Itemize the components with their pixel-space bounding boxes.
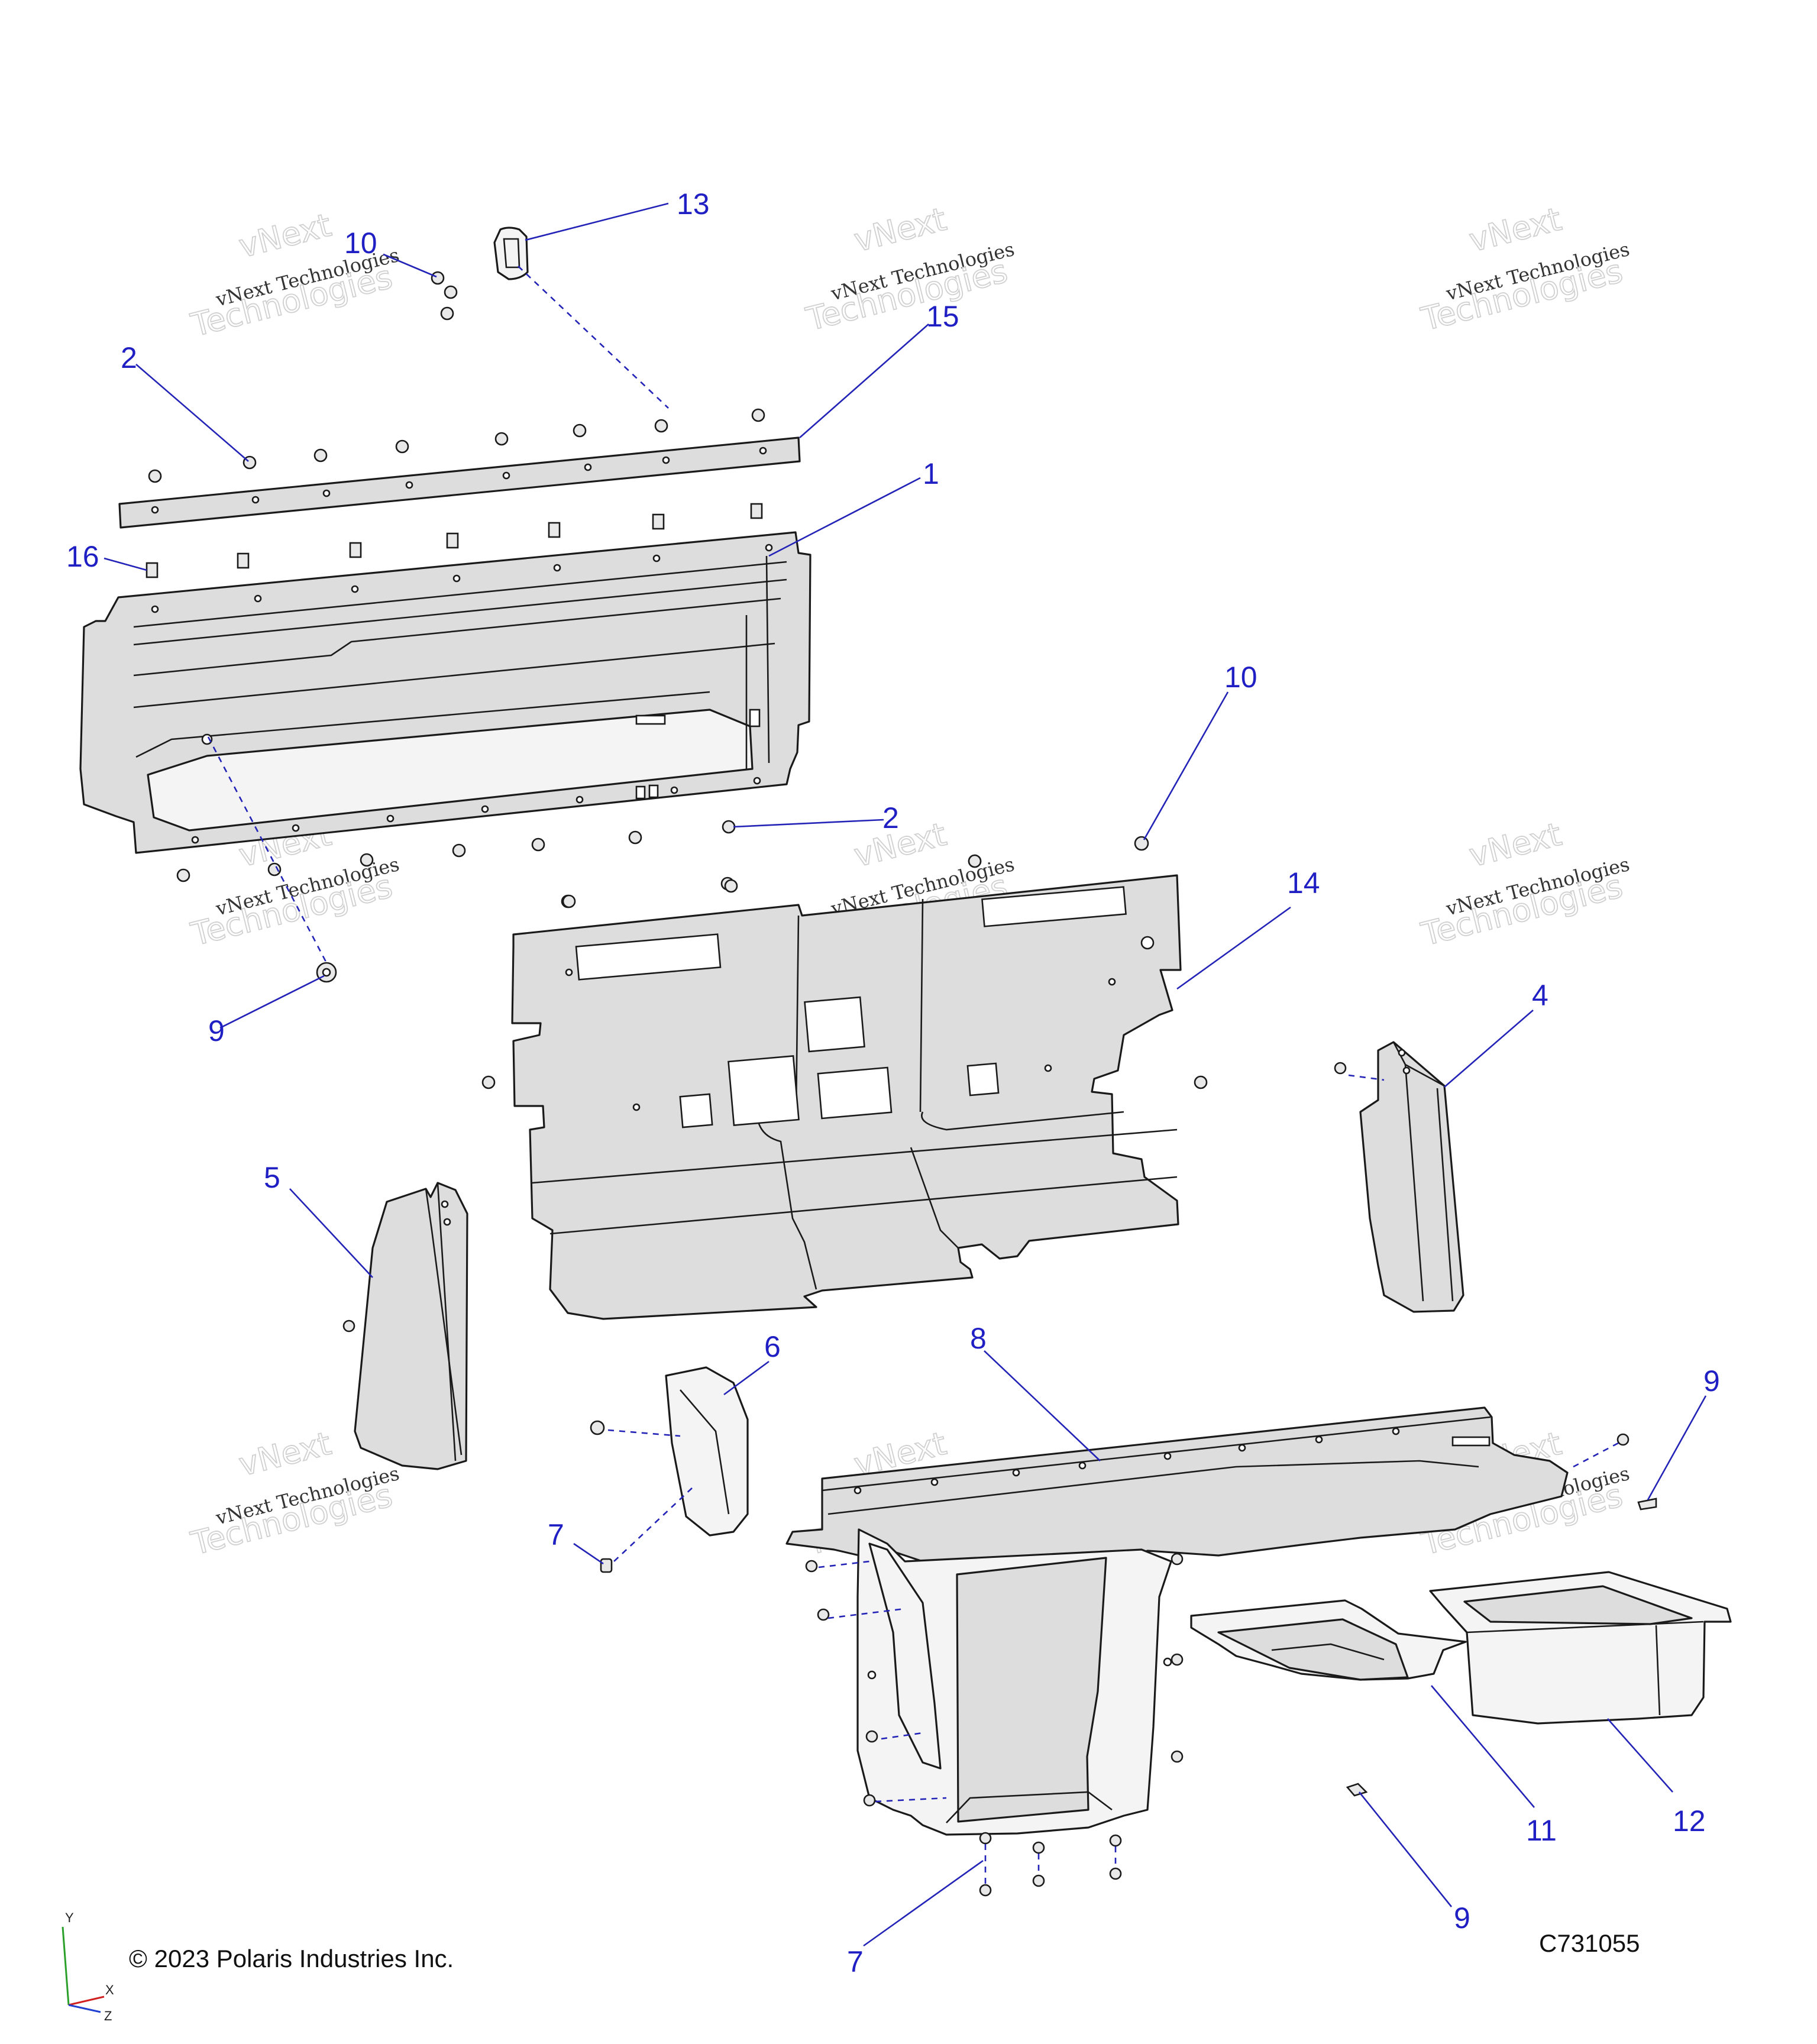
footer: Y X Z © 2023 Polaris Industries Inc. C73… <box>62 1910 1640 2023</box>
watermark-top-center: vNext vNext Technologies Technologies <box>802 200 1017 339</box>
leader-lines <box>104 202 1707 1947</box>
callout-2-top: 2 <box>121 341 137 374</box>
figure-id: C731055 <box>1539 1929 1640 1957</box>
watermark-line2: vNext <box>235 1425 335 1483</box>
axis-z-label: Z <box>104 2009 112 2023</box>
callout-8: 8 <box>970 1322 987 1355</box>
callout-12: 12 <box>1673 1804 1706 1838</box>
watermark-line2: vNext <box>1466 200 1565 259</box>
watermark-line2: vNext <box>851 200 950 259</box>
part-12-bin <box>1429 1571 1732 1725</box>
callout-11: 11 <box>1526 1814 1557 1847</box>
callout-9-right: 9 <box>1703 1364 1720 1398</box>
part-4-right-trim <box>1334 1041 1464 1313</box>
callout-5: 5 <box>264 1161 280 1194</box>
watermark-mid-right: vNext vNext Technologies Technologies <box>1417 815 1632 954</box>
callout-2-mid: 2 <box>882 801 899 835</box>
part-14-bulkhead <box>511 874 1182 1320</box>
callout-9-left: 9 <box>208 1014 225 1047</box>
callout-15: 15 <box>926 300 959 333</box>
axis-y-label: Y <box>65 1910 74 1925</box>
part-11-tray <box>1190 1599 1467 1681</box>
part-8-rear-wall <box>785 1406 1569 1563</box>
callout-10-mid: 10 <box>1224 661 1257 694</box>
part-2-push-rivets-top <box>148 408 765 483</box>
part-8-lower-tub <box>805 1433 1630 1897</box>
part-15-strip <box>118 436 801 529</box>
callout-9-bottom: 9 <box>1454 1901 1470 1935</box>
part-16-clips <box>146 503 763 578</box>
watermark-line2: vNext <box>851 816 950 874</box>
callout-7-bottom: 7 <box>847 1945 864 1978</box>
callout-labels: 13 10 2 15 1 16 2 10 14 4 9 5 6 8 9 7 11… <box>66 187 1720 1978</box>
callout-16: 16 <box>66 540 99 573</box>
part-9-grommet-left <box>316 962 337 983</box>
callout-1: 1 <box>923 457 939 490</box>
callout-14: 14 <box>1287 866 1320 900</box>
part-5-left-trim <box>342 1182 468 1470</box>
part-9-grommets-right <box>1346 1498 1657 1797</box>
callout-13: 13 <box>677 187 710 221</box>
callout-6: 6 <box>764 1330 781 1363</box>
watermark-top-right: vNext vNext Technologies Technologies <box>1417 200 1632 339</box>
callout-7-left: 7 <box>548 1518 564 1551</box>
callout-4: 4 <box>1532 979 1548 1012</box>
watermark-line2: vNext <box>235 206 335 265</box>
axis-x-label: X <box>105 1982 114 1997</box>
part-10-nuts-top <box>431 271 458 321</box>
part-6-pad <box>590 1366 749 1537</box>
part-10-nut-mid <box>1134 836 1149 851</box>
axis-triad-icon: Y X Z <box>62 1910 114 2023</box>
dashed-alignment-lines <box>207 266 1619 1887</box>
watermark-top-left: vNext vNext Technologies Technologies <box>187 206 402 345</box>
part-1-rear-panel <box>79 531 811 854</box>
watermark-line2: vNext <box>1466 816 1565 874</box>
callout-10-top: 10 <box>344 227 377 260</box>
copyright-text: © 2023 Polaris Industries Inc. <box>129 1945 454 1972</box>
part-13-handle <box>493 227 529 280</box>
part-7-clip-left <box>600 1558 613 1573</box>
part-14-fasteners <box>481 854 1208 1089</box>
